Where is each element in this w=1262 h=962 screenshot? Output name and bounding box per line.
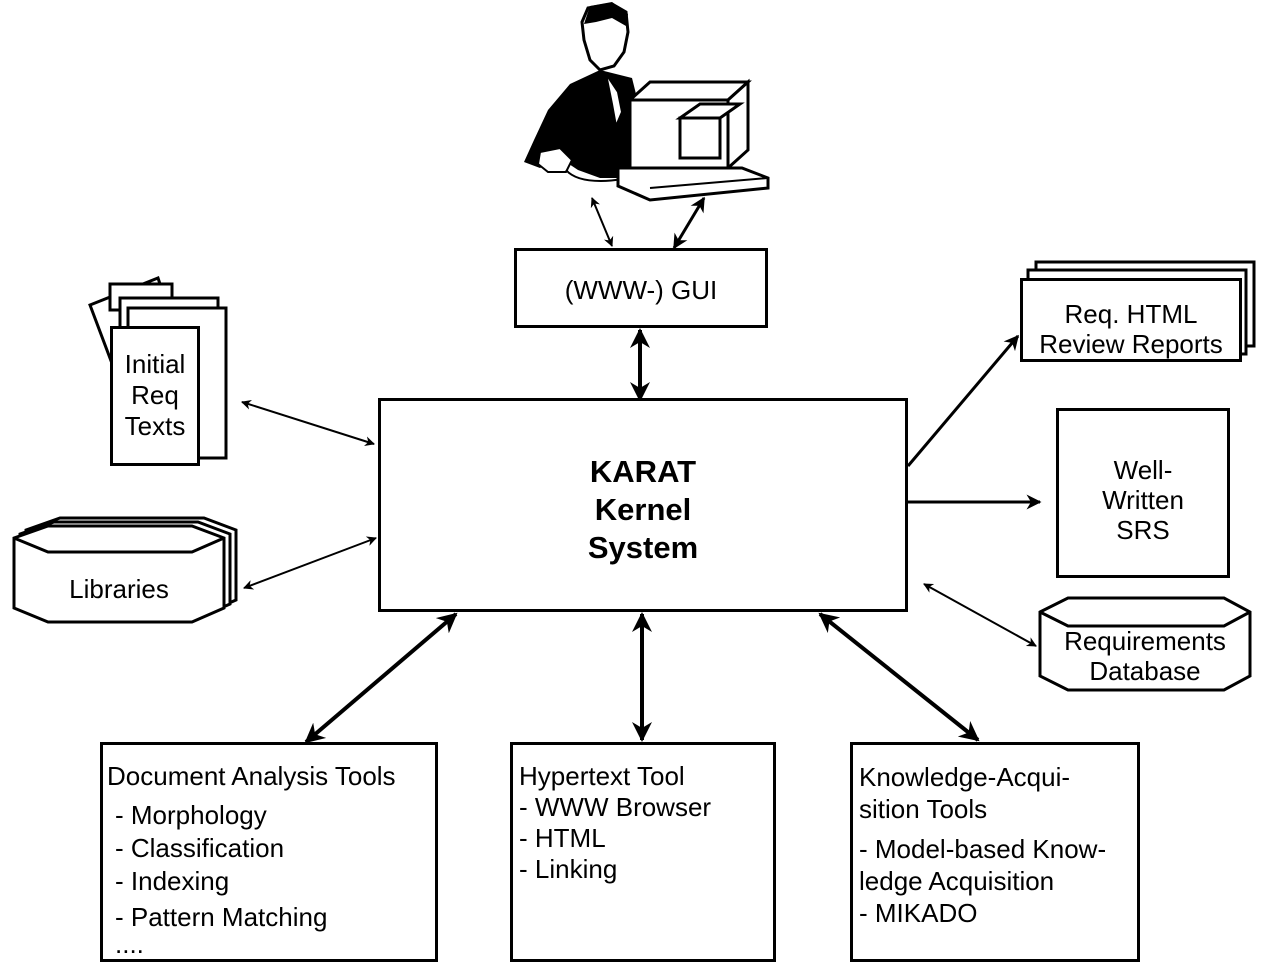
srs-label: Well- Written SRS bbox=[1059, 455, 1227, 545]
initial-req-line: Texts bbox=[124, 411, 186, 441]
arrow-user-gui-right bbox=[672, 196, 706, 250]
knowledge-text: Knowledge-Acqui- sition Tools - Model-ba… bbox=[859, 761, 1106, 929]
kernel-title: KARAT Kernel System bbox=[381, 453, 905, 567]
kernel-title-line: System bbox=[587, 530, 699, 565]
arrow-kernel-review-reports bbox=[906, 334, 1020, 467]
list-item: - Indexing bbox=[115, 866, 230, 896]
hypertext-box: Hypertext Tool - WWW Browser - HTML - Li… bbox=[510, 742, 776, 962]
doc-analysis-title: Document Analysis Tools bbox=[107, 761, 396, 791]
srs-line: Well- bbox=[1113, 455, 1173, 485]
initial-req-texts-box: Initial Req Texts bbox=[110, 326, 200, 466]
arrow-kernel-knowledge bbox=[818, 612, 980, 742]
arrow-kernel-req-database bbox=[923, 583, 1037, 647]
user-at-computer-icon bbox=[524, 2, 770, 202]
review-reports-label: Req. HTML Review Reports bbox=[1023, 299, 1239, 359]
list-item: .... bbox=[115, 929, 144, 959]
arrow-libraries-kernel bbox=[243, 536, 377, 590]
list-item: - Classification bbox=[115, 833, 285, 863]
arrow-initial-req-kernel bbox=[241, 399, 375, 447]
list-item: - Pattern Matching bbox=[115, 902, 328, 932]
libraries-database-icon bbox=[12, 516, 238, 624]
req-database-line: Requirements bbox=[1064, 626, 1226, 656]
libraries-label: Libraries bbox=[69, 574, 169, 604]
kernel-box: KARAT Kernel System bbox=[378, 398, 908, 612]
initial-req-line: Initial bbox=[124, 349, 186, 379]
requirements-database-icon bbox=[1038, 596, 1252, 692]
knowledge-box: Knowledge-Acqui- sition Tools - Model-ba… bbox=[850, 742, 1140, 962]
arrow-user-gui-left bbox=[590, 197, 614, 247]
list-item: - Linking bbox=[519, 854, 618, 884]
doc-analysis-list: - Morphology - Classification - Indexing… bbox=[115, 799, 328, 959]
knowledge-line: Knowledge-Acqui- bbox=[859, 762, 1071, 792]
srs-line: SRS bbox=[1116, 515, 1170, 545]
hypertext-title: Hypertext Tool bbox=[519, 761, 685, 791]
req-database-line: Database bbox=[1089, 656, 1201, 686]
req-database-label: Requirements Database bbox=[1040, 626, 1250, 686]
srs-box: Well- Written SRS bbox=[1056, 408, 1230, 578]
review-reports-box: Req. HTML Review Reports bbox=[1020, 278, 1242, 362]
knowledge-line: sition Tools bbox=[859, 794, 988, 824]
list-item: - WWW Browser bbox=[519, 792, 712, 822]
knowledge-line: - MIKADO bbox=[859, 898, 978, 928]
srs-line: Written bbox=[1102, 485, 1184, 515]
arrow-kernel-doc-analysis bbox=[304, 612, 458, 744]
kernel-title-line: KARAT bbox=[589, 454, 697, 489]
list-item: - Morphology bbox=[115, 800, 267, 830]
doc-analysis-box: Document Analysis Tools - Morphology - C… bbox=[100, 742, 438, 962]
knowledge-line: - Model-based Know- bbox=[859, 834, 1107, 864]
connectors bbox=[241, 196, 1042, 744]
list-item: - HTML bbox=[519, 823, 606, 853]
gui-label: (WWW-) GUI bbox=[564, 275, 718, 305]
initial-req-texts-label: Initial Req Texts bbox=[113, 349, 197, 442]
review-reports-line: Req. HTML bbox=[1064, 299, 1198, 329]
knowledge-line: ledge Acquisition bbox=[859, 866, 1055, 896]
gui-box: (WWW-) GUI bbox=[514, 248, 768, 328]
initial-req-line: Req bbox=[131, 380, 179, 410]
review-reports-line: Review Reports bbox=[1039, 329, 1223, 359]
kernel-title-line: Kernel bbox=[594, 492, 692, 527]
hypertext-list: - WWW Browser - HTML - Linking bbox=[519, 792, 711, 885]
